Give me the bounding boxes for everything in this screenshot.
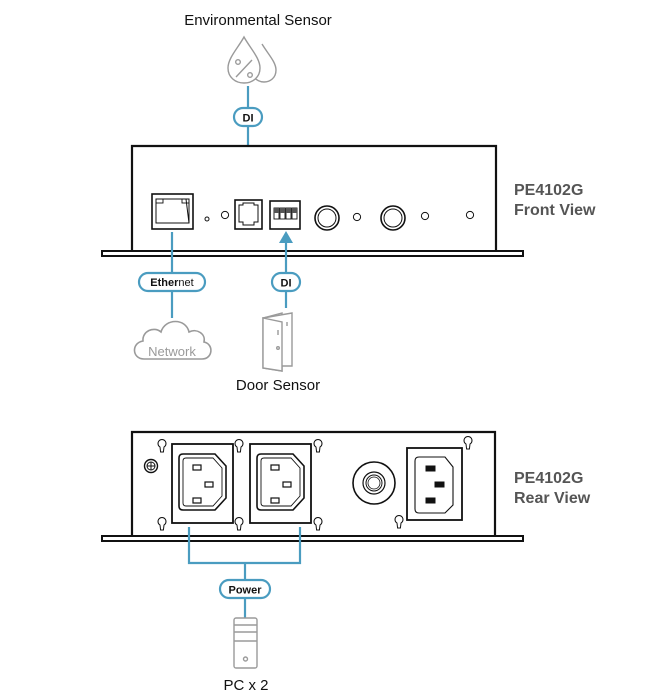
fuse-holder xyxy=(352,461,396,505)
mounting-holes xyxy=(157,436,473,531)
pc-tower-icon xyxy=(233,617,258,669)
door-arrowhead-icon xyxy=(279,231,293,243)
power-inlet xyxy=(406,447,463,521)
cloud-icon: Network xyxy=(133,320,212,360)
power-label: Power xyxy=(228,585,262,597)
rear-model-label: PE4102G xyxy=(514,470,583,487)
door-sensor-label: Door Sensor xyxy=(236,377,320,394)
front-led-1 xyxy=(204,216,210,222)
dip-switch xyxy=(269,200,301,230)
front-model-label: PE4102G xyxy=(514,182,583,199)
env-di-badge: DI xyxy=(232,106,264,128)
rear-view-label: Rear View xyxy=(514,490,591,507)
power-outlet-2 xyxy=(249,443,312,524)
env-di-label: DI xyxy=(243,113,254,125)
front-led-2 xyxy=(220,210,230,220)
di-port xyxy=(234,199,263,230)
rear-panel xyxy=(101,430,524,542)
power-outlet-1 xyxy=(171,443,234,524)
pc-label: PC x 2 xyxy=(223,677,268,694)
front-led-5 xyxy=(465,210,475,220)
ethernet-badge: Ethernet xyxy=(137,271,207,293)
ethernet-port xyxy=(151,193,194,230)
front-view-label: Front View xyxy=(514,202,596,219)
door-di-badge: DI xyxy=(270,271,302,293)
ethernet-label-bold: Ether xyxy=(150,277,179,289)
front-button-2 xyxy=(380,205,406,231)
front-led-3 xyxy=(352,212,362,222)
ethernet-label-regular: net xyxy=(178,277,193,289)
humidity-drops-icon xyxy=(227,35,277,84)
network-label: Network xyxy=(148,344,196,359)
power-cables xyxy=(187,527,302,618)
front-led-4 xyxy=(420,211,430,221)
door-di-label: DI xyxy=(281,278,292,290)
front-button-1 xyxy=(314,205,340,231)
svg-text:Ethernet: Ethernet xyxy=(150,277,193,289)
env-sensor-label: Environmental Sensor xyxy=(184,12,332,29)
power-badge: Power xyxy=(218,578,272,600)
ground-screw-icon xyxy=(143,458,159,474)
front-panel xyxy=(101,144,524,257)
door-icon xyxy=(262,312,293,372)
